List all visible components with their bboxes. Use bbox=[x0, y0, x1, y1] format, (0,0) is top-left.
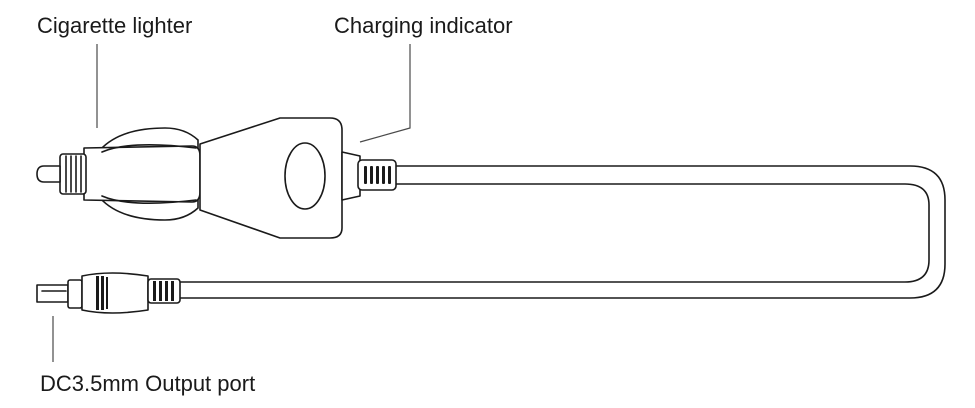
dc-output-plug bbox=[36, 272, 181, 314]
dc-plug-pin bbox=[36, 284, 69, 303]
plug-grip-ring bbox=[59, 153, 87, 195]
plug-center-tip bbox=[36, 165, 61, 183]
head-neck bbox=[341, 151, 361, 201]
dc-plug-grip-bands bbox=[96, 276, 108, 310]
leader-lines bbox=[52, 44, 411, 362]
dc-plug-strain-relief bbox=[147, 278, 181, 304]
cigarette-lighter-plug bbox=[36, 127, 201, 221]
strain-relief-ridges bbox=[364, 166, 391, 184]
charger-head bbox=[199, 117, 397, 239]
charging-indicator-light bbox=[284, 142, 326, 210]
dc-strain-relief-ridges bbox=[153, 281, 174, 301]
output-port-label: DC3.5mm Output port bbox=[40, 371, 256, 396]
indicator-leader-line bbox=[359, 44, 411, 143]
dc-plug-body bbox=[81, 272, 149, 314]
grip-ring-ridges bbox=[65, 155, 82, 193]
charging-indicator-label: Charging indicator bbox=[334, 13, 513, 38]
cable bbox=[179, 165, 946, 299]
plug-barrel bbox=[83, 145, 201, 203]
dc-plug-collar bbox=[67, 279, 83, 309]
cigarette-lighter-label: Cigarette lighter bbox=[37, 13, 193, 38]
